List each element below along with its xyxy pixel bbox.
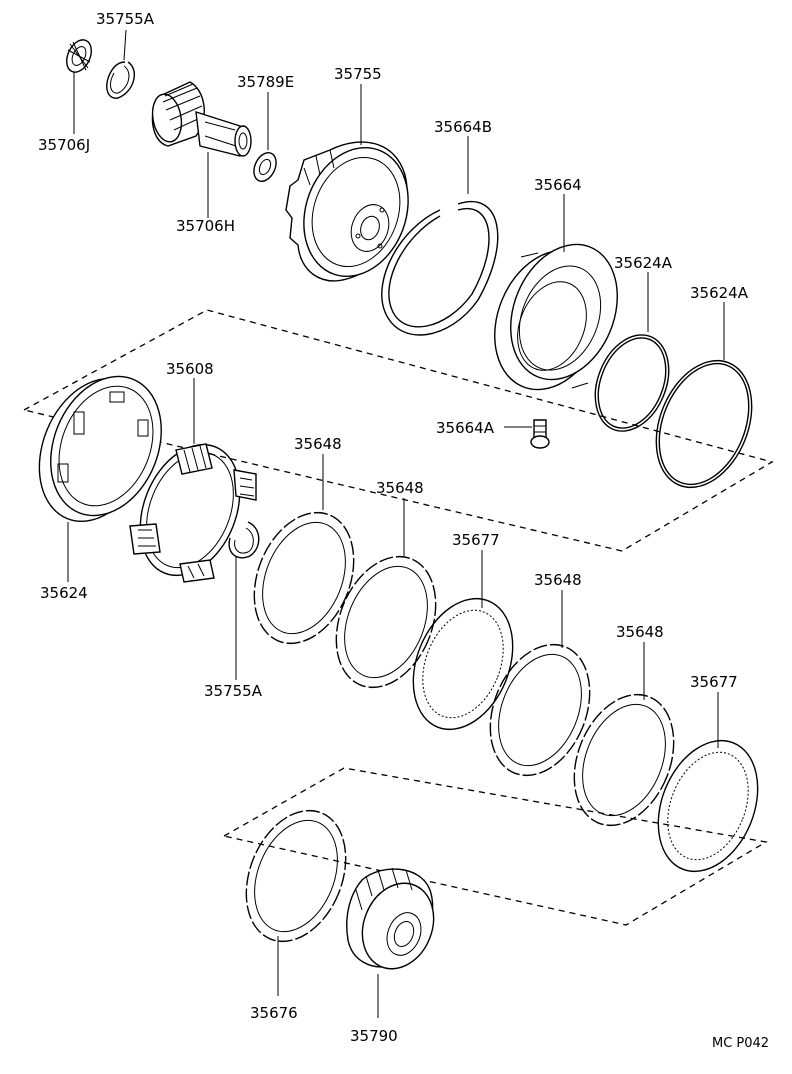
part-35755a-snap-ring-lower (228, 521, 260, 559)
part-35664a-bolt (530, 419, 550, 449)
part-35648-clutch-plate-4 (573, 693, 675, 827)
part-35706j-bearing (66, 39, 92, 73)
group-outline-upper (22, 309, 774, 552)
part-35624a-o-ring-large (655, 359, 753, 489)
part-35624-clutch-drum (38, 375, 162, 523)
label-35706j: 35706J (38, 136, 90, 154)
label-35624a-1: 35624A (614, 254, 673, 272)
part-35755-drum (285, 141, 409, 282)
part-35789e-washer (253, 152, 277, 182)
label-35676: 35676 (250, 1004, 298, 1022)
part-35676-clutch-plate (245, 809, 347, 943)
part-35624a-o-ring-small (594, 334, 670, 432)
group-outline-lower (222, 767, 768, 926)
label-35789e: 35789E (237, 73, 294, 91)
part-35664-piston (494, 243, 618, 391)
diagram-code: MC P042 (712, 1036, 769, 1051)
label-35648-2: 35648 (376, 479, 424, 497)
label-35648-1: 35648 (294, 435, 342, 453)
label-35755a-bottom: 35755A (204, 682, 263, 700)
part-35608-spring-retainer (129, 443, 257, 583)
label-35648-3: 35648 (534, 571, 582, 589)
label-35664: 35664 (534, 176, 582, 194)
label-35624: 35624 (40, 584, 88, 602)
part-35755a-snap-ring (106, 61, 136, 99)
part-35677-plate-1 (412, 597, 514, 731)
part-35790-hub (346, 867, 435, 970)
label-35648-4: 35648 (616, 623, 664, 641)
label-35706h: 35706H (176, 217, 235, 235)
part-35648-clutch-plate-3 (489, 643, 591, 777)
label-35664a: 35664A (436, 419, 495, 437)
label-35755a-top: 35755A (96, 10, 155, 28)
part-35648-clutch-plate-1 (253, 511, 355, 645)
label-35755: 35755 (334, 65, 382, 83)
part-35706h-shaft (151, 81, 252, 157)
label-35624a-2: 35624A (690, 284, 749, 302)
label-35677-2: 35677 (690, 673, 738, 691)
part-35677-plate-2 (657, 739, 759, 873)
label-35608: 35608 (166, 360, 214, 378)
part-35648-clutch-plate-2 (335, 555, 437, 689)
label-35677-1: 35677 (452, 531, 500, 549)
label-35790: 35790 (350, 1027, 398, 1045)
part-35664b-snap-ring (381, 201, 499, 336)
label-35664b: 35664B (434, 118, 492, 136)
